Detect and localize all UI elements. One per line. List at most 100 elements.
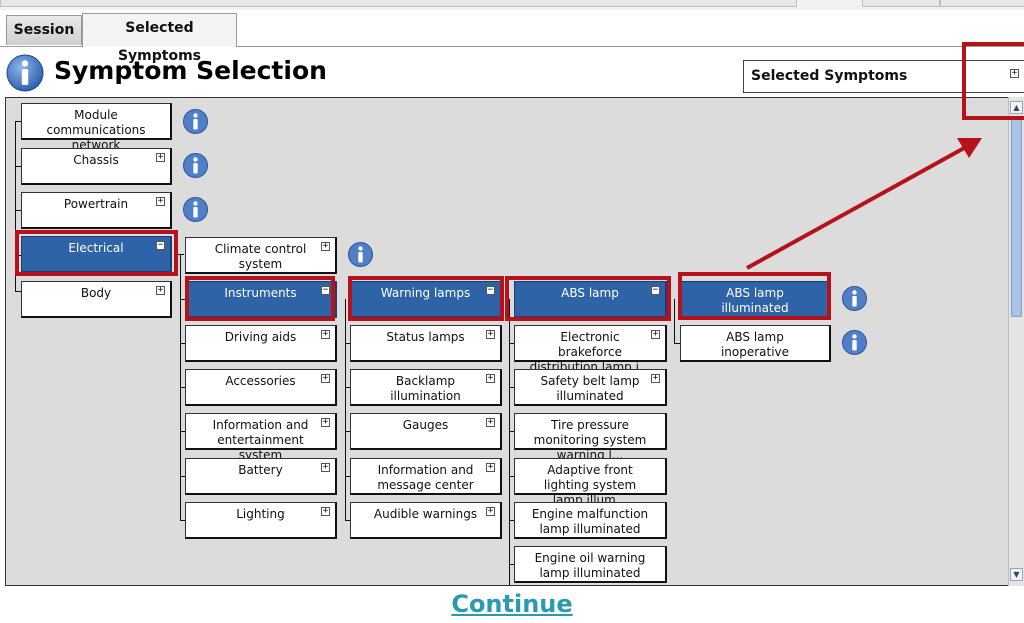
tree-node-body[interactable]: Body + <box>21 281 172 318</box>
tree-node-instruments[interactable]: Instruments− <box>185 281 337 318</box>
selected-symptoms-box[interactable]: Selected Symptoms <box>743 60 1024 93</box>
tree-connector <box>15 121 16 292</box>
tree-connector <box>15 291 21 292</box>
tree-node-label: ABS lamp illuminated <box>721 286 789 315</box>
tree-node-driving-aids[interactable]: Driving aids+ <box>185 325 337 362</box>
tree-node-label: Accessories <box>225 374 296 388</box>
expand-toggle[interactable]: + <box>486 462 495 472</box>
info-icon[interactable] <box>183 197 208 222</box>
tree-node-label: Status lamps <box>386 330 465 344</box>
tree-node-engine-malfunction-lamp[interactable]: Engine malfunction lamp illuminated <box>514 502 667 539</box>
expand-toggle[interactable]: + <box>486 417 495 427</box>
collapse-toggle[interactable]: − <box>321 285 330 295</box>
tree-connector <box>674 343 680 344</box>
selected-symptoms-label: Selected Symptoms <box>751 68 908 84</box>
expand-toggle[interactable]: + <box>321 462 330 472</box>
tree-node-label: Backlamp illumination <box>390 374 461 403</box>
scroll-up-arrow-icon[interactable]: ▲ <box>1010 101 1023 114</box>
tree-connector <box>509 476 514 477</box>
tree-connector <box>509 299 510 585</box>
tree-node-label: Safety belt lamp illuminated <box>540 374 640 403</box>
tree-node-chassis[interactable]: Chassis + <box>21 148 172 185</box>
expand-toggle[interactable]: + <box>156 285 165 295</box>
tree-connector <box>674 299 675 343</box>
toolbar-button-fragment[interactable] <box>862 0 940 7</box>
expand-toggle[interactable]: + <box>321 373 330 383</box>
expand-toggle[interactable]: + <box>651 329 660 339</box>
tree-node-gauges[interactable]: Gauges+ <box>350 413 502 450</box>
collapse-toggle[interactable]: − <box>156 240 165 250</box>
tree-connector <box>509 520 514 521</box>
tree-connector <box>509 387 514 388</box>
window-top-edge <box>0 0 1024 10</box>
tree-node-abs-lamp-illuminated[interactable]: ABS lamp illuminated <box>680 281 831 318</box>
tree-node-label: Chassis <box>73 153 119 167</box>
tree-node-safety-belt-lamp[interactable]: Safety belt lamp illuminated + <box>514 369 667 406</box>
continue-link[interactable]: Continue <box>451 590 573 618</box>
toolbar-button-fragment[interactable] <box>940 0 1024 7</box>
address-bar-fragment <box>0 0 797 7</box>
tree-node-abs-lamp[interactable]: ABS lamp − <box>514 281 667 318</box>
expand-toggle[interactable]: + <box>486 329 495 339</box>
tree-node-engine-oil-warning-lamp[interactable]: Engine oil warning lamp illuminated <box>514 546 667 583</box>
info-icon[interactable] <box>183 109 208 134</box>
tree-node-tire-pressure-monitoring[interactable]: Tire pressure monitoring system warning … <box>514 413 667 462</box>
expand-toggle[interactable]: + <box>156 152 165 162</box>
info-icon <box>6 54 44 92</box>
tree-node-label: Electrical <box>68 241 124 255</box>
info-icon[interactable] <box>348 242 373 267</box>
tree-node-powertrain[interactable]: Powertrain + <box>21 192 172 229</box>
tree-connector <box>345 476 350 477</box>
tree-node-accessories[interactable]: Accessories + <box>185 369 337 406</box>
tree-node-climate-control-system[interactable]: Climate control system + <box>185 237 337 274</box>
scroll-down-arrow-icon[interactable]: ▼ <box>1010 568 1023 581</box>
tree-connector <box>15 166 21 167</box>
tree-node-label: ABS lamp inoperative <box>720 330 790 359</box>
tree-node-electrical[interactable]: Electrical − <box>21 236 172 273</box>
tree-connector <box>15 121 21 122</box>
expand-toggle[interactable]: + <box>321 417 330 427</box>
scrollbar-thumb[interactable] <box>1011 117 1022 317</box>
info-icon[interactable] <box>842 286 867 311</box>
tree-node-label: Information and message center <box>377 463 474 492</box>
info-icon[interactable] <box>842 330 867 355</box>
tree-connector <box>345 299 346 520</box>
tree-connector <box>180 343 185 344</box>
expand-toggle[interactable]: + <box>321 241 330 251</box>
tree-node-label: Body <box>80 286 112 300</box>
collapse-toggle[interactable]: − <box>486 285 495 295</box>
tree-node-warning-lamps[interactable]: Warning lamps− <box>350 281 502 318</box>
tree-connector <box>345 387 350 388</box>
tree-connector <box>509 343 514 344</box>
tree-node-adaptive-front-lighting[interactable]: Adaptive front lighting system lamp illu… <box>514 458 667 507</box>
tree-connector <box>180 520 185 521</box>
expand-toggle[interactable]: + <box>321 506 330 516</box>
tree-node-information-message-center[interactable]: Information and message center + <box>350 458 502 495</box>
expand-toggle[interactable]: + <box>156 196 165 206</box>
expand-toggle[interactable]: + <box>651 373 660 383</box>
tab-session[interactable]: Session <box>6 15 82 45</box>
tree-node-information-entertainment-system[interactable]: Information and entertainment system+ <box>185 413 337 462</box>
expand-toggle[interactable]: + <box>321 329 330 339</box>
tab-selected-symptoms[interactable]: Selected Symptoms <box>82 13 237 64</box>
tree-node-label: Climate control system <box>214 242 307 271</box>
info-icon[interactable] <box>183 153 208 178</box>
tree-connector <box>345 343 350 344</box>
tree-node-status-lamps[interactable]: Status lamps + <box>350 325 502 362</box>
expand-toggle[interactable]: + <box>486 506 495 516</box>
tree-node-battery[interactable]: Battery + <box>185 458 337 495</box>
tree-node-electronic-brakeforce[interactable]: Electronic brakeforce distribution lamp … <box>514 325 667 374</box>
tree-node-audible-warnings[interactable]: Audible warnings+ <box>350 502 502 539</box>
vertical-scrollbar[interactable]: ▲ ▼ <box>1008 97 1024 586</box>
collapse-toggle[interactable]: − <box>651 285 660 295</box>
tree-node-backlamp-illumination[interactable]: Backlamp illumination + <box>350 369 502 406</box>
tree-node-module-communications-network[interactable]: Module communications network <box>21 103 172 152</box>
tree-node-abs-lamp-inoperative[interactable]: ABS lamp inoperative <box>680 325 831 362</box>
tree-node-label: Powertrain <box>63 197 129 211</box>
tree-node-lighting[interactable]: Lighting+ <box>185 502 337 539</box>
expand-toggle[interactable]: + <box>486 373 495 383</box>
tab-strip: Session Selected Symptoms <box>0 10 1024 64</box>
tree-node-label: Battery <box>238 463 283 477</box>
expand-selected-symptoms-button[interactable]: + <box>1010 68 1019 78</box>
tree-node-label: ABS lamp <box>561 286 619 300</box>
